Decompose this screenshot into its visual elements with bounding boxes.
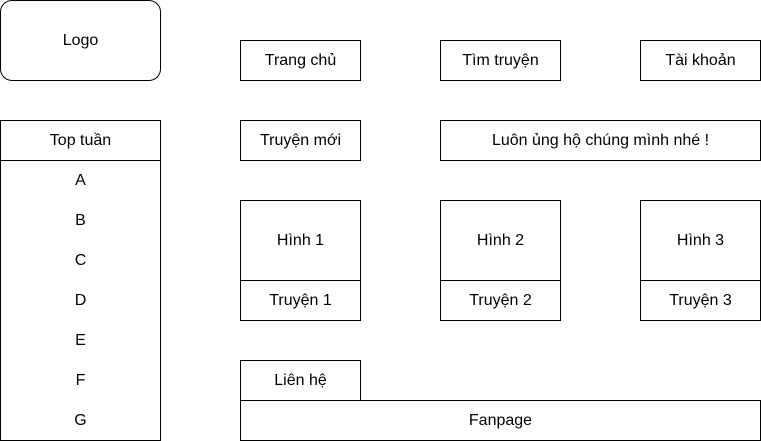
nav-home-button[interactable]: Trang chủ xyxy=(240,40,361,81)
nav-account-button[interactable]: Tài khoản xyxy=(640,40,761,81)
story-title[interactable]: Truyện 3 xyxy=(640,280,761,321)
new-stories-button[interactable]: Truyện mới xyxy=(240,120,361,161)
support-message-banner: Luôn ủng hộ chúng mình nhé ! xyxy=(440,120,761,161)
sidebar-title: Top tuần xyxy=(0,120,161,161)
top-weekly-item[interactable]: B xyxy=(75,212,86,229)
top-weekly-item[interactable]: E xyxy=(75,332,86,349)
story-title[interactable]: Truyện 2 xyxy=(440,280,561,321)
top-weekly-list: A B C D E F G xyxy=(0,160,161,441)
top-weekly-item[interactable]: G xyxy=(74,412,87,429)
story-image-placeholder[interactable]: Hình 2 xyxy=(440,200,561,281)
fanpage-link[interactable]: Fanpage xyxy=(240,400,761,441)
top-weekly-item[interactable]: A xyxy=(75,172,86,189)
story-image-placeholder[interactable]: Hình 3 xyxy=(640,200,761,281)
story-title[interactable]: Truyện 1 xyxy=(240,280,361,321)
top-weekly-item[interactable]: C xyxy=(74,252,87,269)
top-weekly-item[interactable]: F xyxy=(75,372,86,389)
nav-search-button[interactable]: Tìm truyện xyxy=(440,40,561,81)
logo[interactable]: Logo xyxy=(0,0,161,81)
story-image-placeholder[interactable]: Hình 1 xyxy=(240,200,361,281)
top-weekly-item[interactable]: D xyxy=(74,292,87,309)
contact-tab[interactable]: Liên hệ xyxy=(240,360,361,401)
